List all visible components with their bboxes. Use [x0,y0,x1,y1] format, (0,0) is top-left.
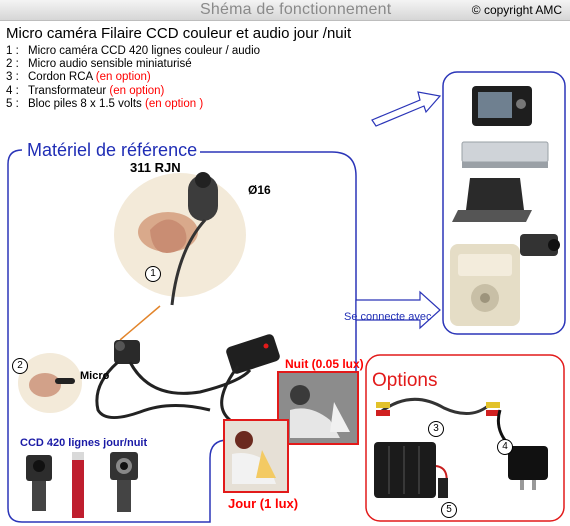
top-arrow [371,91,442,127]
night-label: Nuit (0.05 lux) [285,357,364,371]
devices-frame [442,71,566,335]
list-item: 3 :Cordon RCA (en option) [6,71,151,84]
connect-arrow [355,290,441,330]
marker-2: 2 [12,358,28,374]
marker-1: 1 [145,266,161,282]
main-title: Micro caméra Filaire CCD couleur et audi… [6,25,352,42]
marker-3: 3 [428,421,444,437]
day-label: Jour (1 lux) [228,496,299,511]
list-item: 2 :Micro audio sensible miniaturisé [6,58,192,71]
header-bar [0,0,570,21]
transformer-image [508,446,548,480]
rca-cable-image [377,397,489,416]
marker-5: 5 [441,502,457,518]
options-title: Options [372,370,438,391]
list-item: 4 :Transformateur (en option) [6,84,165,97]
options-frame [365,354,565,522]
copyright-text: © copyright AMC [471,3,562,17]
page-header-title: Shéma de fonctionnement [200,1,392,18]
model-label: 311 RJN [130,160,181,175]
ccd-label: CCD 420 lignes jour/nuit [20,437,148,449]
reference-title: Matériel de référence [24,140,201,161]
battery-pack-image [374,442,436,498]
marker-4: 4 [497,439,513,455]
reference-frame [7,149,357,523]
list-item: 1 :Micro caméra CCD 420 lignes couleur /… [6,45,261,57]
component-list: 1 :Micro caméra CCD 420 lignes couleur /… [6,45,260,111]
dvd-player-image [461,141,549,163]
micro-label: Micro [80,370,110,382]
diameter-label: Ø16 [248,183,271,197]
list-item: 5 :Bloc piles 8 x 1.5 volts (en option ) [6,97,204,110]
audio-video-module [226,334,280,374]
camcorder-image [520,234,558,256]
connect-label: Se connecte avec [344,311,432,323]
pencil-image [72,452,84,518]
laptop-image [466,178,524,210]
